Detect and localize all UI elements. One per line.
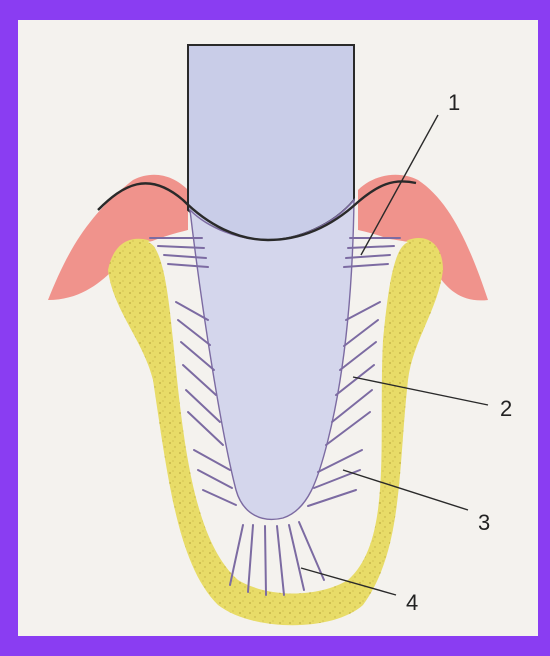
tooth-anatomy-diagram: 1 2 3 4 bbox=[18, 20, 538, 636]
label-3: 3 bbox=[478, 510, 490, 535]
label-4: 4 bbox=[406, 590, 418, 615]
label-2: 2 bbox=[500, 396, 512, 421]
diagram-paper: 1 2 3 4 bbox=[18, 20, 538, 636]
tooth-crown bbox=[188, 45, 354, 240]
label-1: 1 bbox=[448, 90, 460, 115]
